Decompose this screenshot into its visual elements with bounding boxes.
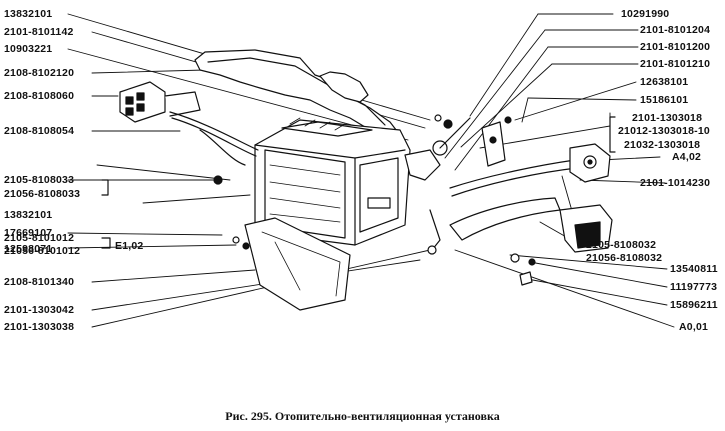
label-2101-1303042: 2101-1303042 bbox=[4, 304, 75, 316]
figure-caption: Рис. 295. Отопительно-вентиляционная уст… bbox=[225, 409, 500, 423]
lever-arm bbox=[439, 117, 471, 149]
upper-nozzle bbox=[319, 71, 369, 103]
label-e102: E1,02 bbox=[115, 240, 144, 252]
label-12638101: 12638101 bbox=[640, 76, 689, 88]
label-10903221: 10903221 bbox=[4, 43, 53, 55]
label-2101-8101200: 2101-8101200 bbox=[640, 41, 711, 53]
housing-ribs bbox=[269, 164, 341, 223]
washer-11197773 bbox=[528, 258, 536, 266]
label-15186101: 15186101 bbox=[640, 94, 689, 106]
label-17669107: 17669107 bbox=[4, 227, 53, 239]
label-13540811: 13540811 bbox=[670, 263, 718, 275]
label-21056-8108032: 21056-8108032 bbox=[586, 252, 663, 264]
label-13832101-top: 13832101 bbox=[4, 8, 53, 20]
label-2108-8101340: 2108-8101340 bbox=[4, 276, 75, 288]
left-leader-lines bbox=[67, 13, 431, 328]
label-2108-8108060: 2108-8108060 bbox=[4, 90, 75, 102]
bracket-plate bbox=[481, 121, 506, 167]
clip-left bbox=[213, 175, 223, 185]
air-duct-inner bbox=[207, 57, 386, 126]
label-2101-8101210: 2101-8101210 bbox=[640, 58, 711, 70]
right-leader-lines bbox=[444, 13, 675, 328]
left-bracket bbox=[101, 179, 109, 196]
label-2101-1014230: 2101-1014230 bbox=[640, 177, 711, 189]
housing-knob bbox=[367, 197, 391, 209]
coolant-tube bbox=[449, 159, 576, 189]
heater-hose bbox=[449, 197, 561, 241]
label-15896211: 15896211 bbox=[670, 299, 718, 311]
bolt-15896211 bbox=[519, 271, 533, 286]
label-11197773: 11197773 bbox=[670, 281, 718, 293]
label-12598071: 12598071 bbox=[4, 243, 53, 255]
lower-duct bbox=[244, 217, 351, 311]
housing-side-panel bbox=[359, 157, 399, 233]
label-2108-8102120: 2108-8102120 bbox=[4, 67, 75, 79]
radiator-top bbox=[281, 121, 373, 137]
label-2105-8108033: 2105-8108033 bbox=[4, 174, 75, 186]
label-21032-1303018: 21032-1303018 bbox=[624, 139, 701, 151]
label-a001: A0,01 bbox=[679, 321, 709, 333]
housing-front-panel bbox=[264, 149, 346, 239]
label-21056-8101012: 21056-8101012 bbox=[4, 245, 81, 257]
label-2101-8101142: 2101-8101142 bbox=[4, 26, 74, 38]
left-bracket-2 bbox=[101, 237, 111, 249]
label-2101-1303018: 2101-1303018 bbox=[632, 112, 703, 124]
rod bbox=[429, 209, 441, 251]
label-13832101-bottom: 13832101 bbox=[4, 209, 53, 221]
label-a402: A4,02 bbox=[672, 151, 702, 163]
label-2108-8108054: 2108-8108054 bbox=[4, 125, 75, 137]
label-21056-8108033: 21056-8108033 bbox=[4, 188, 81, 200]
label-21012-1303018-10: 21012-1303018-10 bbox=[618, 125, 710, 137]
label-2105-8108032: 2105-8108032 bbox=[586, 239, 657, 251]
right-bracket bbox=[609, 116, 616, 153]
label-2105-8101012: 2105-8101012 bbox=[4, 232, 75, 244]
valve-body bbox=[404, 149, 441, 181]
wire-harness bbox=[169, 111, 259, 151]
label-2101-8101204: 2101-8101204 bbox=[640, 24, 711, 36]
label-10291990: 10291990 bbox=[621, 8, 670, 20]
nut-13540811 bbox=[510, 253, 520, 263]
label-2101-1303038: 2101-1303038 bbox=[4, 321, 75, 333]
